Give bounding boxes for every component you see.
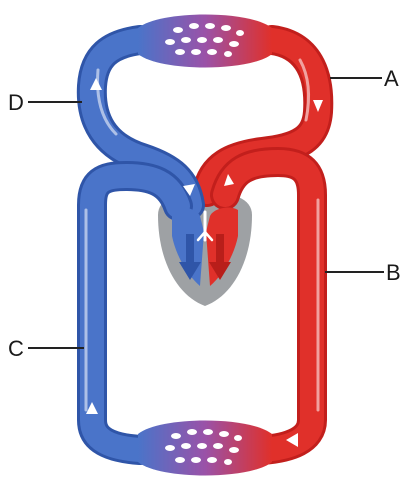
label-a: A bbox=[384, 66, 399, 91]
bottom-capillary-bed bbox=[138, 421, 272, 476]
label-b: B bbox=[386, 260, 401, 285]
top-capillary-bed bbox=[138, 15, 272, 68]
label-c: C bbox=[8, 336, 24, 361]
label-d: D bbox=[8, 90, 24, 115]
